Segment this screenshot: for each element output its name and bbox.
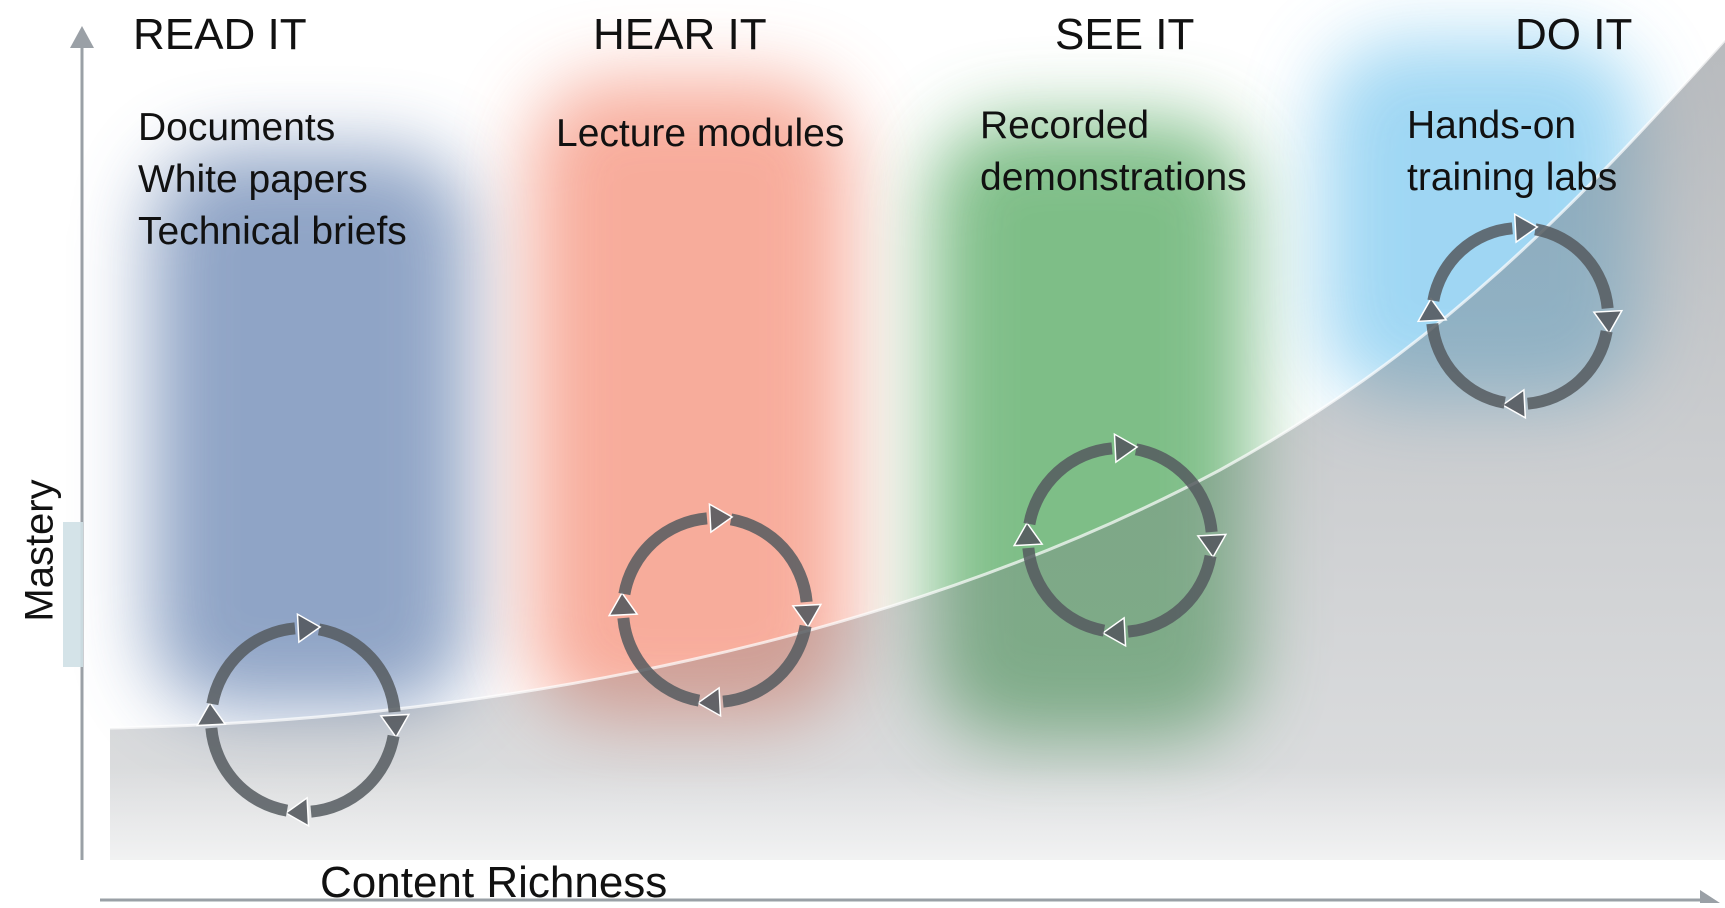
cycle-arrowhead [696,686,722,718]
cycle-arc [1526,330,1613,410]
cycle-arc [617,617,701,707]
cycle-arc [618,512,708,596]
cycle-arrowhead [1501,388,1527,420]
glow-hear-it [530,80,850,720]
cycle-icon-2 [607,502,823,718]
do-it-items: Hands-on training labs [1407,104,1618,199]
read-it-items: Documents White papers Technical briefs [138,106,407,253]
hear-it-items: Lecture modules [556,112,845,155]
cycle-icons [195,212,1624,828]
cycle-arc [1427,222,1514,302]
cycle-arrowhead [1113,432,1139,464]
cycle-arrowhead [708,502,734,534]
cycle-icon-1 [195,612,411,828]
cycle-arrowhead [607,591,639,617]
cycle-arc [205,727,289,817]
cycle-arc [1127,554,1217,638]
cycle-arc [1023,442,1113,526]
y-axis-label: Mastery [17,479,62,622]
cycle-arc [310,734,400,818]
cycle-arc [1134,443,1218,533]
heading-read-it: READ IT [133,10,307,59]
glow-read-it [150,150,470,710]
cycle-icon-4 [1416,212,1624,420]
y-axis-highlight [63,522,83,667]
cycle-icon-3 [1012,432,1228,648]
cycle-arrowhead [296,612,322,644]
cycle-arrowhead [379,713,411,739]
cycle-arc [729,513,813,603]
x-axis-arrowhead [1700,890,1720,903]
cycle-arrowhead [1101,616,1127,648]
bottom-fade [0,600,1725,903]
heading-do-it: DO IT [1515,10,1633,59]
x-axis-label: Content Richness [320,858,668,907]
cycle-arc [722,624,812,708]
cycle-arrowhead [791,603,823,629]
cycle-arrowhead [284,796,310,828]
cycle-arrowhead [1196,533,1228,559]
cycle-arrowhead [195,701,227,727]
cycle-arc [1022,547,1106,637]
cycle-arc [206,622,296,706]
cycle-arrowhead [1012,521,1044,547]
cycle-arrowhead [1592,309,1624,335]
see-it-items: Recorded demonstrations [980,104,1247,199]
heading-see-it: SEE IT [1055,10,1195,59]
cycle-arrowhead [1416,297,1448,323]
cycle-arc [317,623,401,713]
heading-hear-it: HEAR IT [593,10,767,59]
cycle-arrowhead [1513,212,1539,244]
y-axis-arrowhead [70,26,94,48]
cycle-arc [1534,223,1614,310]
cycle-arc [1426,322,1506,409]
